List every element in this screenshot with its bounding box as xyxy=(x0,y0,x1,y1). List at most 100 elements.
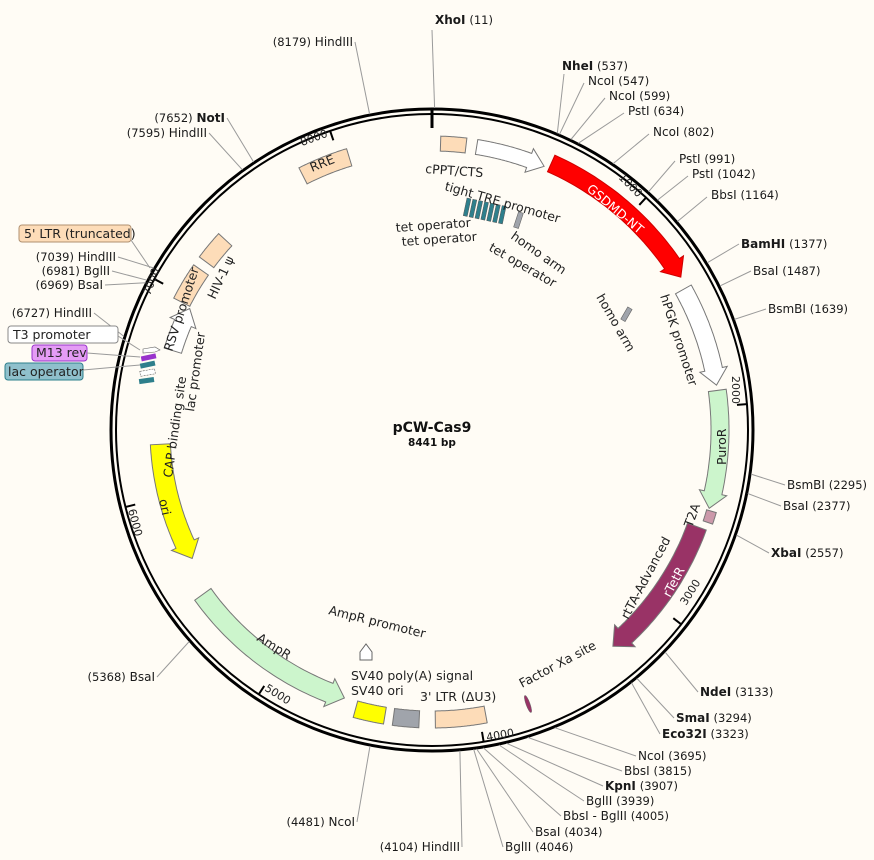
feature-t2a[interactable] xyxy=(702,509,717,525)
site-leader-line xyxy=(612,133,650,165)
feature-label-factor-xa: Factor Xa site xyxy=(516,637,598,690)
boxed-label-5ltr: 5' LTR (truncated) xyxy=(18,224,136,243)
site-leader-line xyxy=(657,175,689,201)
site-leader-line xyxy=(747,493,782,507)
site-leader-line xyxy=(559,82,585,135)
feature-label-t2a: T2A xyxy=(680,501,703,530)
site-label-bbsi[interactable]: BbsI (1164) xyxy=(711,188,779,202)
feature-label-tet-operator: tet operator xyxy=(395,215,472,235)
site-leader-line xyxy=(208,132,243,171)
site-label-ncoi[interactable]: NcoI (547) xyxy=(588,74,649,88)
site-label-ncoi[interactable]: (4481) NcoI xyxy=(286,815,355,829)
tet-operator-array xyxy=(462,197,507,225)
feature-label-lac-promoter: lac promoter xyxy=(182,330,208,412)
site-label-bsai[interactable]: (6969) BsaI xyxy=(36,278,103,292)
feature-label-puror: PuroR xyxy=(714,428,729,465)
plasmid-length: 8441 bp xyxy=(408,437,456,449)
site-label-bglii[interactable]: BglII (4046) xyxy=(505,840,573,854)
site-label-nhei[interactable]: NheI (537) xyxy=(562,59,628,73)
site-leader-line xyxy=(556,73,565,134)
site-label-xbai[interactable]: XbaI (2557) xyxy=(771,546,843,560)
feature-rtta-advanced[interactable] xyxy=(612,522,707,648)
feature-ampr[interactable] xyxy=(193,587,346,708)
site-leader-line xyxy=(476,748,534,833)
site-label-hindiii[interactable]: (7595) HindIII xyxy=(127,126,207,140)
site-leader-line xyxy=(483,747,562,817)
site-label-bsai[interactable]: BsaI (2377) xyxy=(783,499,850,513)
feature-ori[interactable] xyxy=(149,443,200,560)
site-label-kpni[interactable]: KpnI (3907) xyxy=(605,779,678,793)
site-label-hindiii[interactable]: (7039) HindIII xyxy=(36,250,116,264)
site-label-xhoi[interactable]: XhoI (11) xyxy=(435,13,493,27)
feature-hpgk-promoter[interactable] xyxy=(674,284,729,386)
feature-3-ltr-u3[interactable] xyxy=(434,705,488,729)
site-label-ncoi[interactable]: NcoI (802) xyxy=(653,125,714,139)
feature-rre[interactable] xyxy=(298,148,353,185)
site-label-noti[interactable]: (7652) NotI xyxy=(154,111,225,125)
leader-m13 xyxy=(86,352,141,358)
feature-rsv-promoter[interactable] xyxy=(163,307,197,354)
site-label-bamhi[interactable]: BamHI (1377) xyxy=(741,237,827,251)
svg-text:M13 rev: M13 rev xyxy=(36,345,87,360)
site-label-psti[interactable]: PstI (991) xyxy=(679,152,735,166)
site-label-bsai[interactable]: BsaI (1487) xyxy=(753,264,820,278)
site-label-bglii[interactable]: BglII (3939) xyxy=(586,794,654,808)
site-label-smai[interactable]: SmaI (3294) xyxy=(676,711,752,725)
feature-label-homo-arm: homo arm xyxy=(593,291,638,354)
site-label-hindiii[interactable]: (4104) HindIII xyxy=(380,840,460,854)
tick-label: 4000 xyxy=(485,726,515,744)
site-leader-line xyxy=(354,41,371,115)
feature-gsdmd-nt[interactable] xyxy=(546,154,685,278)
site-leader-line xyxy=(719,270,752,287)
site-leader-line xyxy=(736,534,770,554)
site-label-ndei[interactable]: NdeI (3133) xyxy=(700,685,773,699)
site-leader-line xyxy=(570,97,606,140)
svg-text:T3 promoter: T3 promoter xyxy=(12,327,91,342)
site-label-hindiii[interactable]: (8179) HindIII xyxy=(273,35,353,49)
site-label-psti[interactable]: PstI (1042) xyxy=(692,167,756,181)
site-label-bbsi-bglii[interactable]: BbsI - BglII (4005) xyxy=(563,809,669,823)
site-leader-line xyxy=(706,243,740,264)
tick-mark xyxy=(481,731,485,742)
site-leader-line xyxy=(648,160,676,193)
site-label-hindiii[interactable]: (6727) HindIII xyxy=(12,306,92,320)
boxed-label-m13-rev: M13 rev xyxy=(31,344,88,362)
site-leader-line xyxy=(226,117,255,163)
feature-hiv-1[interactable] xyxy=(198,232,233,269)
site-leader-line xyxy=(750,473,786,486)
factor-xa-site-mark xyxy=(524,695,532,713)
site-leader-line xyxy=(664,651,699,693)
feature-5-ltr-truncated[interactable] xyxy=(172,264,210,307)
ampr-promoter-arrow xyxy=(359,643,373,661)
site-leader-line xyxy=(431,29,436,109)
lac-region-marks xyxy=(138,346,161,385)
site-label-bglii[interactable]: (6981) BglII xyxy=(42,264,110,278)
site-label-ncoi[interactable]: NcoI (599) xyxy=(609,89,670,103)
feature-tight-tre-promoter[interactable] xyxy=(474,139,545,173)
tick-mark xyxy=(736,403,748,406)
site-leader-line xyxy=(93,312,125,337)
site-label-bbsi[interactable]: BbsI (3815) xyxy=(624,764,692,778)
features xyxy=(149,135,730,729)
site-label-eco32i[interactable]: Eco32I (3323) xyxy=(662,727,749,741)
site-leader-line xyxy=(506,742,604,787)
site-label-bsai[interactable]: (5368) BsaI xyxy=(88,670,155,684)
site-leader-line xyxy=(631,682,661,735)
tick-mark xyxy=(329,130,335,141)
feature-sv40-poly-a-signal[interactable] xyxy=(391,707,421,729)
leader-lac-operator xyxy=(82,364,141,371)
site-leader-line xyxy=(156,641,190,678)
site-label-bsai[interactable]: BsaI (4034) xyxy=(535,825,602,839)
feature-puror[interactable] xyxy=(698,388,730,510)
feature-cppt-cts[interactable] xyxy=(439,135,468,154)
site-label-bsmbi[interactable]: BsmBI (2295) xyxy=(787,478,867,492)
site-label-bsmbi[interactable]: BsmBI (1639) xyxy=(768,302,848,316)
site-label-ncoi[interactable]: NcoI (3695) xyxy=(638,749,707,763)
feature-sv40-ori[interactable] xyxy=(352,700,387,725)
leader-5ltr xyxy=(130,239,151,269)
site-label-psti[interactable]: PstI (634) xyxy=(628,104,684,118)
feature-label-ori: ori xyxy=(156,498,174,517)
tick-mark xyxy=(672,617,682,626)
site-leader-line xyxy=(578,112,625,144)
site-leader-line xyxy=(498,744,585,802)
